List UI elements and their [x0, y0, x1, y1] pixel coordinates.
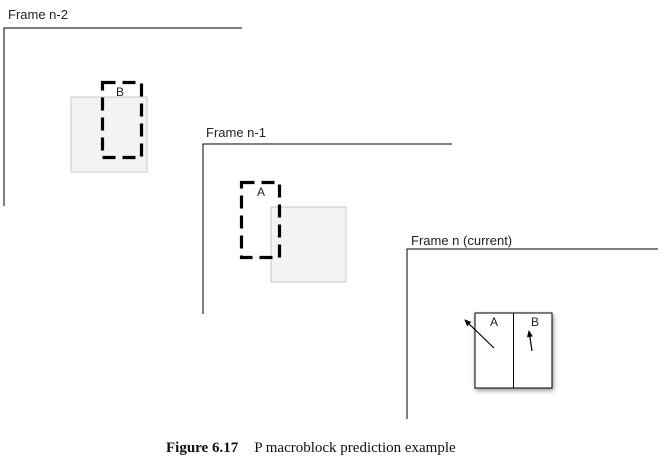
frame-n-1-border — [202, 143, 452, 314]
reference-block-region — [270, 206, 347, 283]
motion-vector-arrow-b — [526, 330, 533, 352]
caption-number: Figure 6.17 — [166, 440, 239, 456]
block-b-label-n-2: B — [116, 85, 124, 99]
frame-n-2: Frame n-2 B — [3, 7, 242, 206]
dashed-block-b — [100, 80, 144, 160]
frame-n-border — [406, 248, 658, 419]
frame-n-current: Frame n (current) A B — [406, 233, 658, 419]
caption-line: Figure 6.17 P macroblock prediction examp… — [166, 440, 456, 456]
block-a-label-n-1: A — [257, 185, 265, 199]
reference-block-region — [70, 96, 148, 173]
partition-b-label: B — [531, 315, 539, 329]
motion-vector-arrow-a — [464, 319, 495, 349]
frame-n-2-border — [3, 27, 242, 206]
figure-caption: Figure 6.17 P macroblock prediction examp… — [166, 440, 456, 456]
frame-n-1-title: Frame n-1 — [206, 125, 266, 140]
dashed-block-a — [239, 180, 282, 260]
frame-n-2-title: Frame n-2 — [8, 7, 68, 22]
frame-n-title: Frame n (current) — [411, 233, 512, 248]
partition-a-label: A — [490, 315, 498, 329]
frame-n-1: Frame n-1 A — [202, 125, 452, 314]
caption-text: P macroblock prediction example — [254, 440, 456, 456]
